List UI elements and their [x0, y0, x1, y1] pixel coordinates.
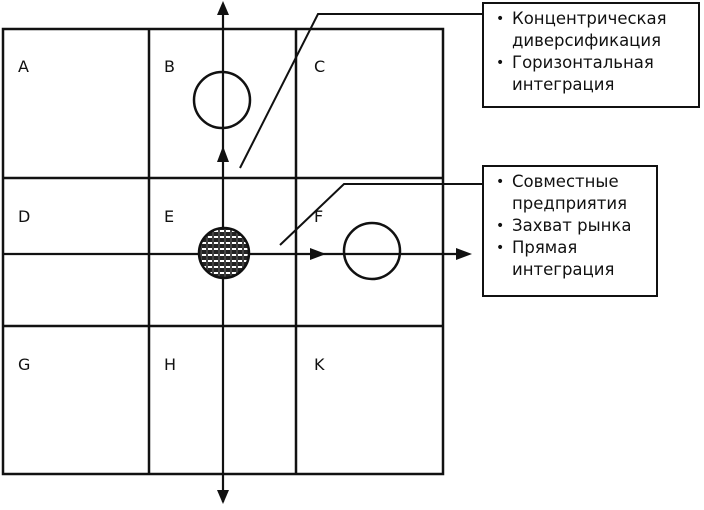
cell-label-f: F [314, 207, 323, 226]
callout-right-item-2: Захват рынка [512, 216, 632, 235]
cell-label-a: A [18, 57, 29, 76]
current-position-circle-e [197, 226, 251, 280]
cell-label-h: H [164, 355, 176, 374]
axis-arrowhead-down-icon [217, 490, 229, 504]
cell-label-e: E [164, 207, 174, 226]
cell-label-d: D [18, 207, 30, 226]
cell-label-k: K [314, 355, 325, 374]
leader-line-right [279, 183, 482, 246]
arrow-to-b-icon [217, 146, 229, 162]
leader-line-top [239, 13, 482, 169]
callout-right-item: Захват рынка [492, 215, 648, 237]
axis-arrowhead-up-icon [217, 1, 229, 15]
cell-label-c: C [314, 57, 325, 76]
arrow-to-f-icon [310, 248, 326, 260]
cell-label-g: G [18, 355, 30, 374]
cell-label-b: B [164, 57, 175, 76]
target-circle-f [342, 221, 402, 281]
target-circle-b [192, 70, 252, 130]
axis-arrowhead-right-icon [456, 248, 472, 260]
